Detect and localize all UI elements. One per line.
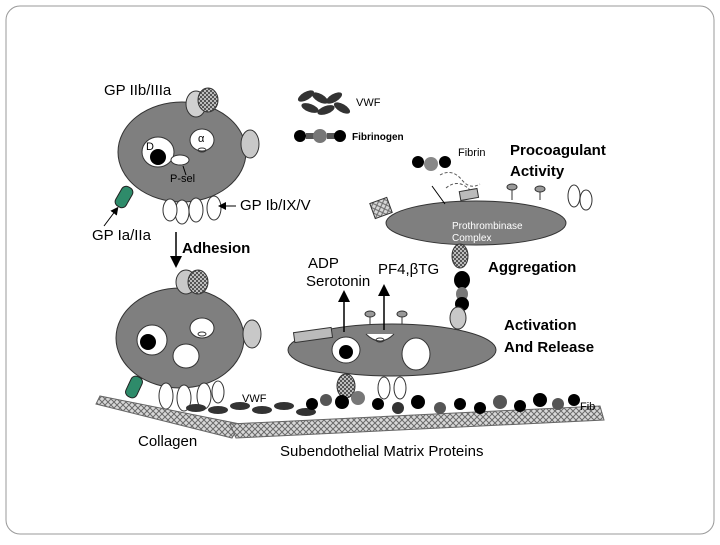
resting-platelet xyxy=(114,87,260,225)
label-adp: ADP xyxy=(308,255,339,272)
label-prothrombinase: Prothrombinase xyxy=(452,221,523,232)
fibrinogen-strand-bottom xyxy=(306,391,580,414)
fibrinogen-legend-symbol xyxy=(294,129,346,143)
label-d: D xyxy=(146,141,154,153)
label-p-sel: P-sel xyxy=(170,173,195,185)
label-gp-ibixv: GP Ib/IX/V xyxy=(240,197,311,214)
label-activation: Activation xyxy=(504,317,577,334)
label-alpha: α xyxy=(198,133,205,145)
label-aggregation: Aggregation xyxy=(488,259,576,276)
alpha-granule xyxy=(189,128,215,152)
label-procoagulant: Procoagulant xyxy=(510,142,606,159)
slide-frame xyxy=(5,5,715,535)
label-serotonin: Serotonin xyxy=(306,273,370,290)
label-gp-iaiia: GP Ia/IIa xyxy=(92,227,152,244)
vwf-legend-symbol xyxy=(297,90,351,115)
label-subendothelial: Subendothelial Matrix Proteins xyxy=(280,443,483,460)
p-sel-granule xyxy=(170,154,190,166)
legend-fibrinogen-label: Fibrinogen xyxy=(352,132,404,143)
label-collagen: Collagen xyxy=(138,433,197,450)
label-vwf-bottom: VWF xyxy=(242,393,267,405)
aggregation-bridge xyxy=(449,243,470,330)
procoagulant-platelet xyxy=(369,183,593,246)
label-gp-iibiiia: GP IIb/IIIa xyxy=(104,82,172,99)
label-activity: Activity xyxy=(510,163,565,180)
label-fibrin: Fibrin xyxy=(458,147,486,159)
label-and-release: And Release xyxy=(504,339,594,356)
fibrin-strand xyxy=(439,171,481,187)
vwf-strand xyxy=(186,402,316,416)
adherent-platelet xyxy=(115,269,262,412)
label-pf4: PF4,βTG xyxy=(378,261,439,278)
label-fib: Fib xyxy=(580,401,595,413)
activated-platelet xyxy=(287,310,497,400)
label-complex: Complex xyxy=(452,233,491,244)
fibrinogen-molecule-top xyxy=(412,156,451,171)
gp-iaiia-receptor xyxy=(114,185,134,209)
label-adhesion: Adhesion xyxy=(182,240,250,257)
legend-vwf-label: VWF xyxy=(356,97,381,109)
